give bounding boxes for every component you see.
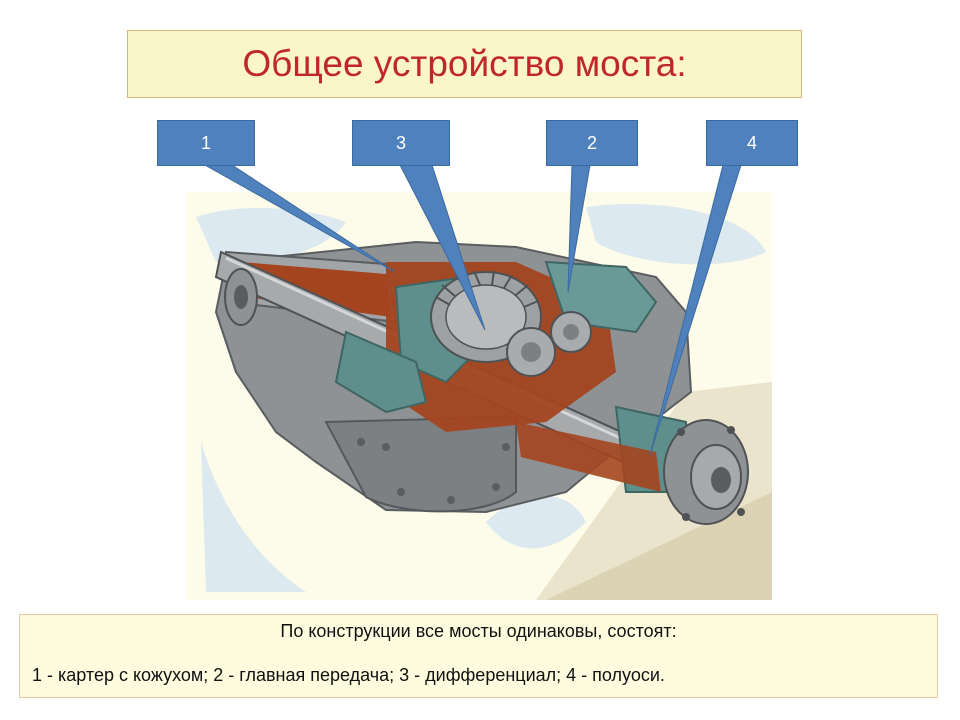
callout-3-label: 3	[395, 132, 406, 153]
caption-legend: 1 - картер с кожухом; 2 - главная переда…	[32, 665, 665, 685]
slide-title: Общее устройство моста:	[242, 43, 687, 84]
callout-4: 4	[706, 120, 798, 166]
callout-2-label: 2	[586, 132, 597, 153]
caption-box: По конструкции все мосты одинаковы, сост…	[19, 614, 938, 698]
callout-1-label: 1	[200, 132, 211, 153]
title-box: Общее устройство моста:	[127, 30, 802, 98]
caption-intro: По конструкции все мосты одинаковы, сост…	[280, 621, 677, 641]
callout-1: 1	[157, 120, 255, 166]
callout-3: 3	[352, 120, 450, 166]
callout-4-label: 4	[746, 132, 757, 153]
axle-cutaway-illustration	[186, 192, 772, 600]
callout-2: 2	[546, 120, 638, 166]
